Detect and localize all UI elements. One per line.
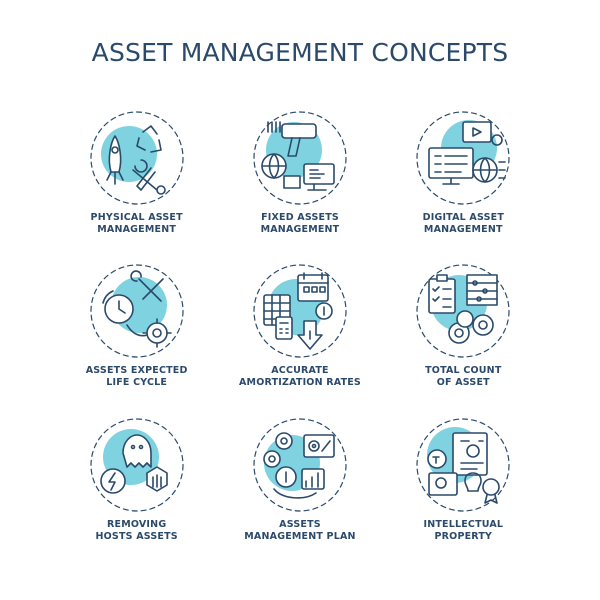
concept-label-line1: FIXED ASSETS (261, 212, 339, 223)
concept-label: PHYSICAL ASSET MANAGEMENT (55, 212, 218, 236)
concept-label: FIXED ASSETS MANAGEMENT (218, 212, 381, 236)
concept-label-line2: LIFE CYCLE (106, 377, 168, 389)
concept-label-line1: ASSETS (279, 518, 321, 530)
concept-label: INTELLECTUAL PROPERTY (382, 519, 545, 543)
trademark-patent-certificate-icon (415, 417, 511, 513)
concept-label-line2: MANAGEMENT (423, 224, 503, 235)
concept-label: REMOVING HOSTS ASSETS (55, 519, 218, 543)
concept-label: ASSETS EXPECTED LIFE CYCLE (55, 365, 218, 389)
scanner-globe-monitor-icon (252, 110, 348, 206)
concept-assets-expected-life-cycle: ASSETS EXPECTED LIFE CYCLE (55, 253, 218, 406)
ghost-hand-stop-icon (89, 417, 185, 513)
concept-physical-asset-management: PHYSICAL ASSET MANAGEMENT (55, 100, 218, 253)
concept-label-line1: INTELLECTUAL (423, 518, 504, 530)
concept-intellectual-property: INTELLECTUAL PROPERTY (382, 407, 545, 560)
concept-accurate-amortization-rates: ACCURATE AMORTIZATION RATES (218, 253, 381, 406)
concept-label-line1: ASSETS EXPECTED (85, 365, 188, 377)
concept-assets-management-plan: ASSETS MANAGEMENT PLAN (218, 407, 381, 560)
concept-label: ASSETS MANAGEMENT PLAN (218, 519, 381, 543)
concepts-grid: PHYSICAL ASSET MANAGEMENT FIXED ASSETS M… (55, 100, 545, 560)
concept-label-line2: MANAGEMENT (260, 224, 340, 235)
concept-digital-asset-management: DIGITAL ASSET MANAGEMENT (382, 100, 545, 253)
concept-label-line1: PHYSICAL ASSET (90, 212, 183, 223)
concept-label: DIGITAL ASSET MANAGEMENT (382, 212, 545, 236)
rocket-recycle-tools-icon (89, 110, 185, 206)
concept-total-count-of-asset: TOTAL COUNT OF ASSET (382, 253, 545, 406)
page-title: ASSET MANAGEMENT CONCEPTS (91, 38, 509, 67)
concept-label-line1: TOTAL COUNT (425, 365, 502, 377)
concept-label: ACCURATE AMORTIZATION RATES (218, 365, 381, 389)
concept-label: TOTAL COUNT OF ASSET (382, 365, 545, 389)
concept-label-line1: DIGITAL ASSET (422, 212, 505, 223)
clock-tools-gear-icon (89, 263, 185, 359)
monitor-media-globe-icon (415, 110, 511, 206)
concept-label-line2: MANAGEMENT PLAN (244, 530, 356, 542)
concept-label-line2: MANAGEMENT (97, 224, 177, 235)
concept-label-line2: AMORTIZATION RATES (239, 377, 361, 389)
concept-fixed-assets-management: FIXED ASSETS MANAGEMENT (218, 100, 381, 253)
concept-label-line2: OF ASSET (436, 377, 490, 389)
concept-removing-hosts-assets: REMOVING HOSTS ASSETS (55, 407, 218, 560)
gears-target-coins-icon (252, 417, 348, 513)
concept-label-line2: PROPERTY (434, 530, 493, 542)
concept-label-line1: ACCURATE (271, 365, 329, 377)
clipboard-abacus-gears-icon (415, 263, 511, 359)
calendar-calculator-coin-icon (252, 263, 348, 359)
concept-label-line2: HOSTS ASSETS (95, 530, 178, 542)
concept-label-line1: REMOVING (107, 518, 167, 530)
